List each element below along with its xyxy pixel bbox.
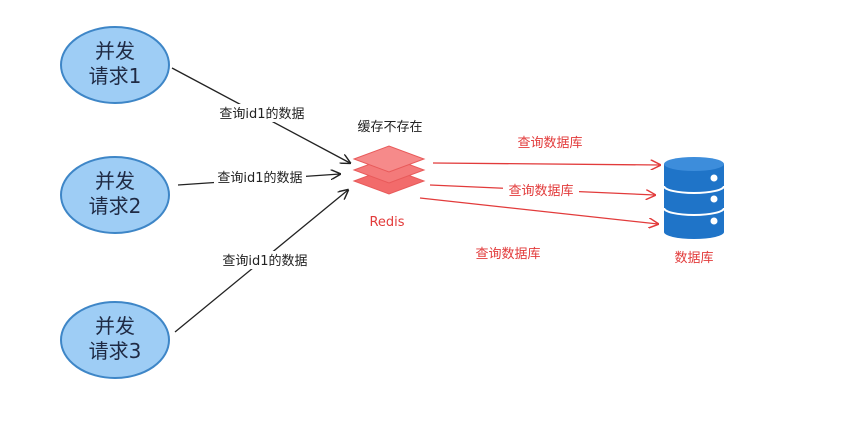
request-node-2: 并发 请求2 — [60, 156, 170, 234]
arrow-cache-to-db-1 — [432, 163, 660, 165]
redis-label: Redis — [369, 215, 404, 230]
arrow-cache-to-db-3 — [419, 197, 658, 224]
edge-label-db-2: 查询数据库 — [508, 183, 573, 199]
edge-label-db-1: 查询数据库 — [517, 135, 582, 151]
edge-label-request-2: 查询id1的数据 — [217, 170, 302, 186]
request-2-line2: 请求2 — [89, 194, 142, 218]
edge-label-request-3: 查询id1的数据 — [222, 253, 307, 269]
database-icon — [663, 157, 725, 239]
request-node-3: 并发 请求3 — [60, 301, 170, 379]
request-2-line1: 并发 — [95, 169, 135, 193]
request-1-line1: 并发 — [95, 39, 135, 63]
request-3-line2: 请求3 — [89, 339, 142, 363]
cache-status-label: 缓存不存在 — [357, 120, 422, 135]
edge-label-request-1: 查询id1的数据 — [219, 106, 304, 122]
database-label: 数据库 — [674, 250, 713, 266]
redis-icon — [352, 145, 426, 195]
request-1-line2: 请求1 — [89, 64, 142, 88]
request-node-1: 并发 请求1 — [60, 26, 170, 104]
request-3-line1: 并发 — [95, 314, 135, 338]
edge-label-db-3: 查询数据库 — [475, 246, 540, 262]
